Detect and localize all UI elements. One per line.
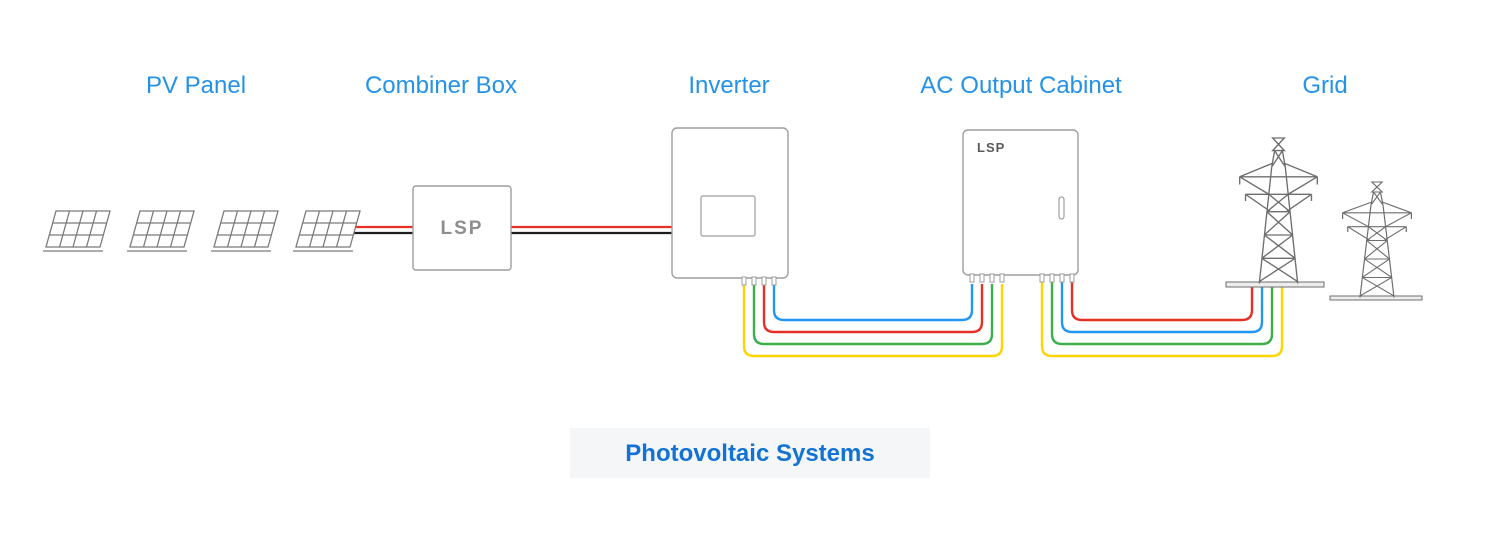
title-text: Photovoltaic Systems [625,440,874,467]
grid-label: Grid [1302,72,1347,99]
inverter-label: Inverter [688,72,769,99]
diagram-title: Photovoltaic Systems [570,428,930,478]
ac-wire-red [762,284,984,334]
cabinet-terminals-left [969,273,1005,283]
transmission-tower-icon-small [1341,181,1413,299]
combiner-box-label: Combiner Box [365,72,517,99]
ac-wire-yellow [742,284,1004,358]
cabinet-body [962,129,1079,276]
transmission-tower-icon [1239,137,1318,285]
ac-wire-green [752,284,994,346]
dc-wires [352,225,672,235]
grid-wire-red [1070,282,1254,322]
tower-base-left [1225,281,1325,288]
inverter-display [700,195,756,237]
solar-panel-icon [292,210,361,252]
title-background [570,428,930,478]
ac-output-cabinet-label: AC Output Cabinet [920,72,1122,99]
inverter-unit [671,127,789,286]
cabinet-door-handle [1058,196,1065,220]
ac-wires-cabinet-to-grid [1040,282,1284,358]
solar-panel-icon [42,210,111,252]
cabinet-terminals-right [1039,273,1075,283]
solar-panel-icon [126,210,195,252]
pv-panel-array [42,210,361,252]
component-labels: PV Panel Combiner Box Inverter AC Output… [146,72,1348,99]
ac-wires-inverter-to-cabinet [742,284,1004,358]
grid-wire-green [1050,282,1274,346]
ac-output-cabinet: LSP [962,129,1079,283]
grid-wire-blue [1060,282,1264,334]
ac-wire-blue [772,284,974,322]
pv-panel-label: PV Panel [146,72,246,99]
combiner-lsp-logo: LSP [441,218,484,239]
solar-panel-icon [210,210,279,252]
grid-towers [1225,137,1423,301]
combiner-box-body [412,185,512,271]
cabinet-lsp-logo: LSP [977,140,1005,155]
tower-base-right [1329,295,1423,301]
combiner-box: LSP [412,185,512,271]
grid-wire-yellow [1040,282,1284,358]
inverter-terminals [741,276,777,286]
